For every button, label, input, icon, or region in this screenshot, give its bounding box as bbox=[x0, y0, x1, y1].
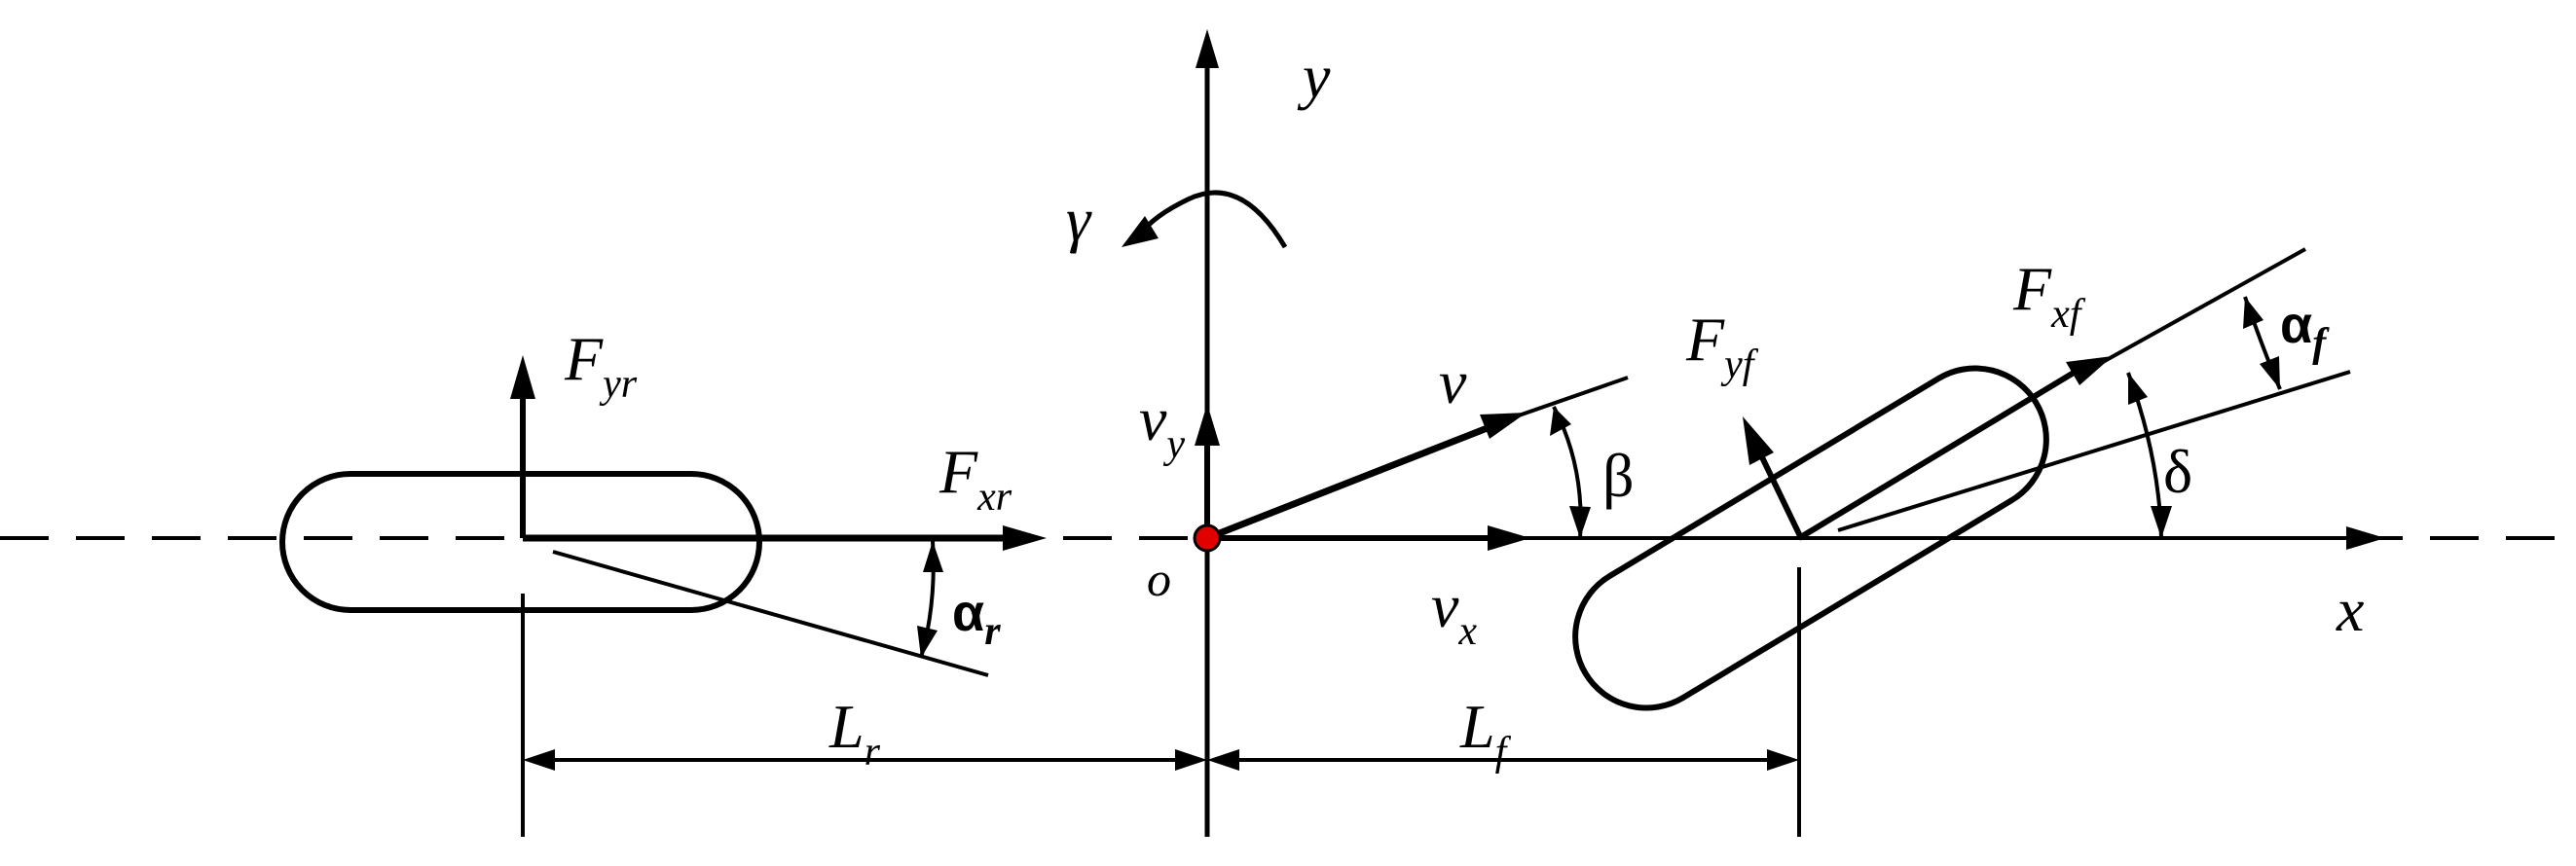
yaw-rate-arc bbox=[1138, 190, 1288, 249]
yaw-rate-label: γ bbox=[1066, 185, 1092, 254]
vy-label: vy bbox=[1139, 384, 1185, 467]
alpha-f-label: αf bbox=[2280, 296, 2330, 366]
fyr-arrowhead bbox=[510, 355, 535, 399]
alpha-f-arrowhead-top bbox=[2243, 297, 2263, 329]
fyr-label: Fyr bbox=[564, 324, 638, 407]
fxr-label: Fxr bbox=[938, 437, 1012, 520]
delta-label: δ bbox=[2163, 437, 2192, 506]
delta-arc-arrowhead-top bbox=[2128, 373, 2148, 405]
alpha-r-arrowhead-top bbox=[923, 541, 943, 572]
lr-dim-arrow-right bbox=[1175, 749, 1207, 771]
velocity-arrowhead bbox=[1480, 413, 1527, 439]
lf-label: Lf bbox=[1459, 692, 1512, 775]
fxf-label: Fxf bbox=[2012, 254, 2086, 337]
fyf-label: Fyf bbox=[1685, 305, 1759, 387]
front-velocity-direction-line bbox=[1837, 370, 2351, 532]
fyf-arrowhead bbox=[1743, 416, 1774, 465]
vx-label: vx bbox=[1431, 571, 1477, 654]
alpha-f-arrowhead-bottom bbox=[2260, 356, 2280, 389]
fxr-arrowhead bbox=[1003, 525, 1047, 551]
velocity-arrow-line bbox=[1215, 423, 1491, 538]
beta-arc-arrowhead-top bbox=[1550, 407, 1571, 436]
delta-arc-arrowhead-bottom bbox=[2151, 506, 2172, 538]
velocity-extension-line bbox=[1518, 376, 1629, 417]
origin-point bbox=[1193, 523, 1222, 553]
front-heading-line bbox=[1797, 370, 2076, 541]
fxf-arrowhead bbox=[2066, 356, 2113, 385]
velocity-label: v bbox=[1439, 347, 1467, 416]
rear-velocity-direction-line bbox=[552, 550, 989, 677]
beta-label: β bbox=[1602, 441, 1635, 510]
lr-label: Lr bbox=[828, 692, 881, 775]
x-axis-label: x bbox=[2336, 575, 2364, 644]
lf-dim-arrow-left bbox=[1207, 749, 1239, 771]
front-heading-extension bbox=[2102, 247, 2306, 364]
lf-dim-arrow-right bbox=[1767, 749, 1799, 771]
y-axis-label: y bbox=[1297, 42, 1331, 111]
alpha-r-label: αr bbox=[952, 584, 1001, 654]
x-axis-arrowhead bbox=[2346, 526, 2385, 550]
lr-dim-arrow-left bbox=[523, 749, 555, 771]
vy-arrowhead bbox=[1195, 404, 1220, 446]
fyf-arrow-line bbox=[1759, 455, 1804, 540]
origin-label: o bbox=[1147, 552, 1171, 606]
y-axis-arrowhead bbox=[1196, 29, 1219, 68]
alpha-r-arrowhead-bottom bbox=[917, 626, 938, 658]
vx-arrowhead bbox=[1488, 525, 1530, 551]
beta-arc-arrowhead-bottom bbox=[1569, 506, 1591, 538]
yaw-rate-arrowhead bbox=[1122, 216, 1159, 247]
